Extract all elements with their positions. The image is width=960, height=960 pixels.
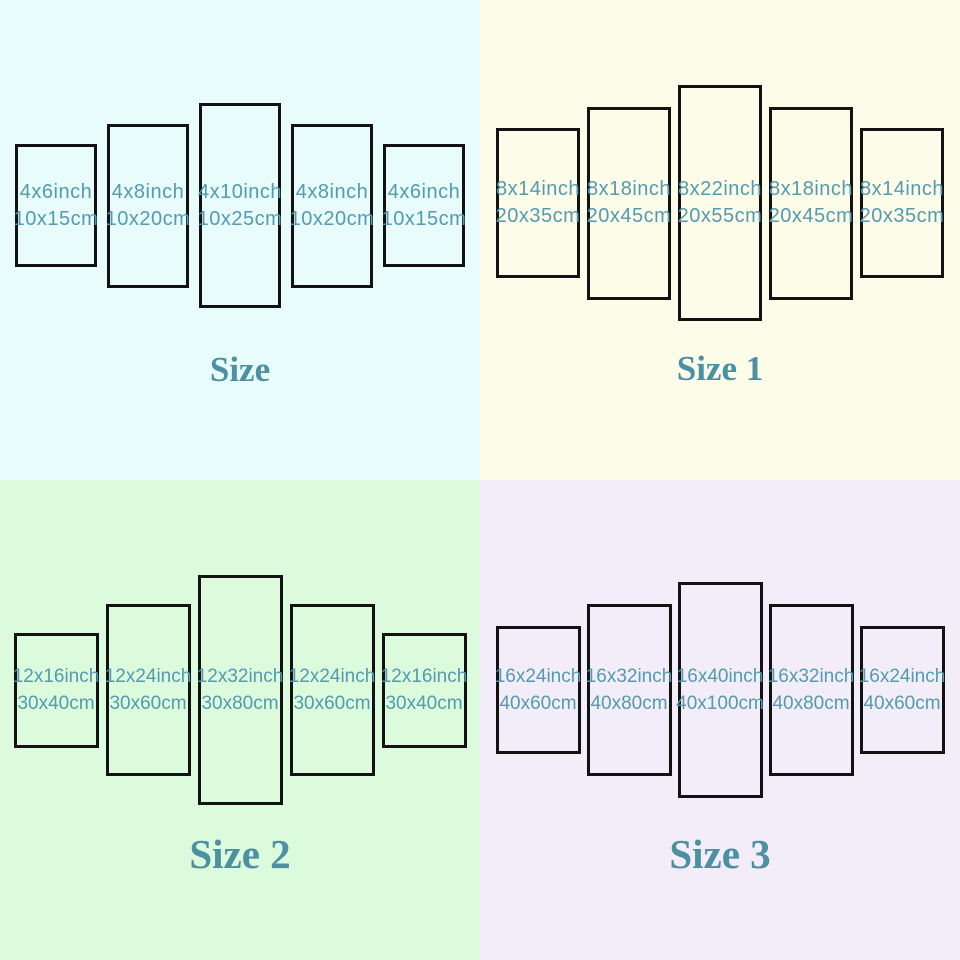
panel-row: 8x14inch 20x35cm 8x18inch 20x45cm 8x22in… xyxy=(480,85,960,321)
quadrant-title: Size xyxy=(209,350,271,389)
panel: 12x16inch 30x40cm xyxy=(380,632,468,748)
quadrant-size-1: 8x14inch 20x35cm 8x18inch 20x45cm 8x22in… xyxy=(480,0,960,480)
panel: 8x14inch 20x35cm xyxy=(496,128,580,278)
panel-row: 12x16inch 30x40cm 12x24inch 30x60cm 12x3… xyxy=(0,575,480,805)
panel-size-label: 4x8inch 10x20cm xyxy=(289,180,375,230)
panel-size-label: 12x16inch 30x40cm xyxy=(380,666,468,714)
panel: 16x32inch 40x80cm xyxy=(767,604,855,776)
panel: 8x14inch 20x35cm xyxy=(860,128,944,278)
panel-size-label: 12x24inch 30x60cm xyxy=(288,666,376,714)
panel-size-label: 16x24inch 40x60cm xyxy=(858,666,946,714)
panel: 4x8inch 10x20cm xyxy=(289,123,375,288)
quadrant-title: Size 1 xyxy=(676,349,764,388)
quadrant-title: Size 3 xyxy=(669,831,771,877)
panel: 16x24inch 40x60cm xyxy=(494,626,582,754)
panel: 12x24inch 30x60cm xyxy=(288,604,376,776)
panel-size-label: 8x14inch 20x35cm xyxy=(859,178,945,227)
panel: 4x6inch 10x15cm xyxy=(381,144,467,267)
panel: 16x24inch 40x60cm xyxy=(858,626,946,754)
panel: 16x32inch 40x80cm xyxy=(585,604,673,776)
quadrant-size-2: 12x16inch 30x40cm 12x24inch 30x60cm 12x3… xyxy=(0,480,480,960)
panel: 4x6inch 10x15cm xyxy=(13,144,99,267)
panel-size-label: 8x22inch 20x55cm xyxy=(677,178,763,227)
panel-size-label: 8x18inch 20x45cm xyxy=(768,178,854,227)
panel: 12x32inch 30x80cm xyxy=(196,575,284,805)
panel-size-label: 16x32inch 40x80cm xyxy=(767,666,855,714)
panel-row: 4x6inch 10x15cm 4x8inch 10x20cm 4x10inch… xyxy=(0,103,480,308)
quadrant-size-3: 16x24inch 40x60cm 16x32inch 40x80cm 16x4… xyxy=(480,480,960,960)
panel-size-label: 8x14inch 20x35cm xyxy=(495,178,581,227)
panel-size-label: 16x24inch 40x60cm xyxy=(494,666,582,714)
panel: 8x22inch 20x55cm xyxy=(678,85,762,321)
quadrant-size: 4x6inch 10x15cm 4x8inch 10x20cm 4x10inch… xyxy=(0,0,480,480)
panel: 16x40inch 40x100cm xyxy=(676,582,764,798)
quadrant-title: Size 2 xyxy=(189,831,291,877)
panel-size-label: 16x40inch 40x100cm xyxy=(676,666,764,714)
panel-size-label: 12x24inch 30x60cm xyxy=(104,666,192,714)
panel: 8x18inch 20x45cm xyxy=(768,106,854,300)
panel-row: 16x24inch 40x60cm 16x32inch 40x80cm 16x4… xyxy=(480,582,960,798)
panel: 4x10inch 10x25cm xyxy=(197,103,283,308)
panel: 4x8inch 10x20cm xyxy=(105,123,191,288)
panel-size-label: 16x32inch 40x80cm xyxy=(585,666,673,714)
panel: 8x18inch 20x45cm xyxy=(586,106,672,300)
panel: 12x16inch 30x40cm xyxy=(12,632,100,748)
panel-size-label: 8x18inch 20x45cm xyxy=(586,178,672,227)
panel-size-label: 12x32inch 30x80cm xyxy=(196,666,284,714)
panel-size-label: 12x16inch 30x40cm xyxy=(12,666,100,714)
panel-size-label: 4x6inch 10x15cm xyxy=(381,180,467,230)
panel: 12x24inch 30x60cm xyxy=(104,604,192,776)
panel-size-label: 4x10inch 10x25cm xyxy=(197,180,283,230)
panel-size-label: 4x6inch 10x15cm xyxy=(13,180,99,230)
panel-size-label: 4x8inch 10x20cm xyxy=(105,180,191,230)
